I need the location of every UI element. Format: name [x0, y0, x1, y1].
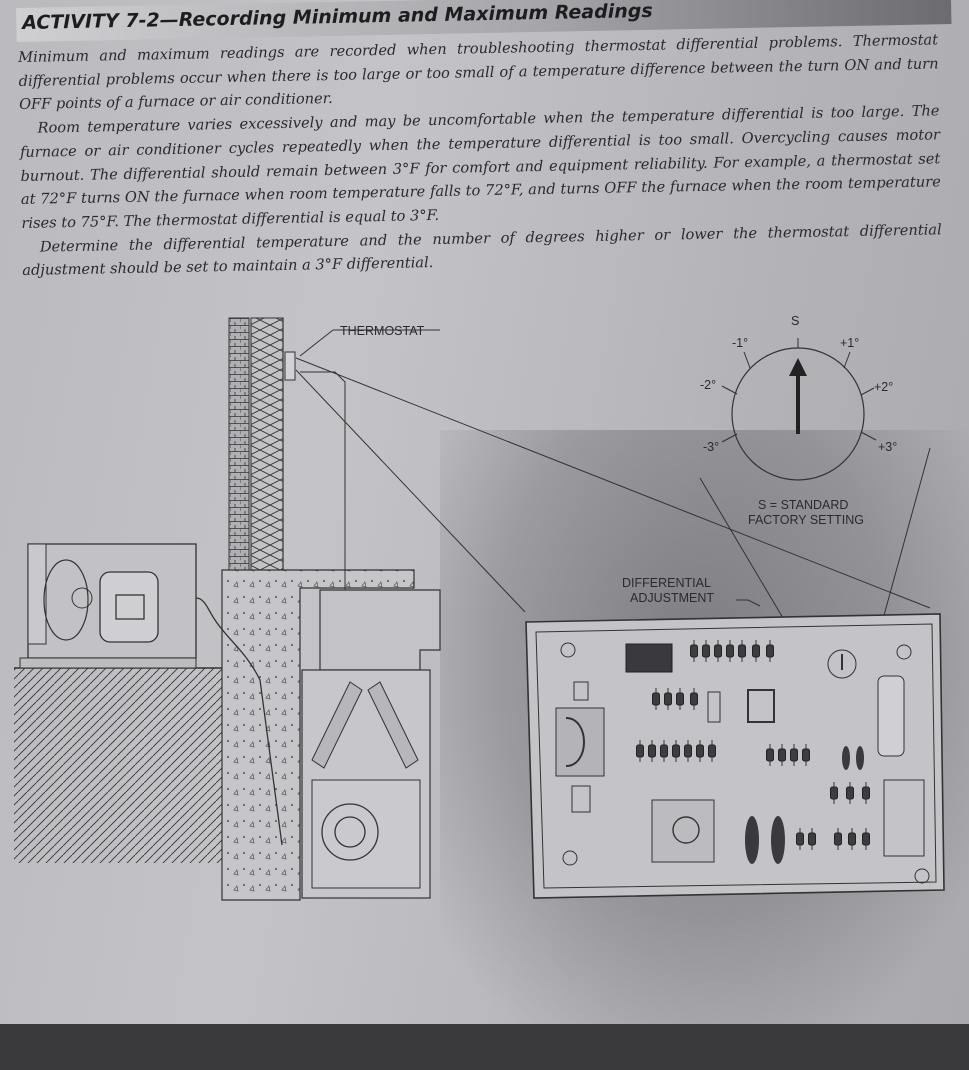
thermostat-leader — [299, 329, 334, 357]
resistor — [664, 692, 672, 706]
hvac-figure — [14, 317, 945, 901]
resistor — [708, 744, 716, 758]
resistor — [796, 832, 804, 846]
resistor — [714, 644, 722, 658]
resistor — [862, 786, 870, 800]
furnace — [301, 589, 441, 899]
differential-label-line1: DIFFERENTIAL — [622, 576, 711, 590]
ground — [14, 667, 224, 863]
resistor — [696, 744, 704, 758]
resistor-array — [636, 640, 870, 850]
differential-dial — [721, 338, 877, 481]
resistor — [808, 832, 816, 846]
resistor — [766, 748, 774, 762]
resistor — [738, 644, 746, 658]
dial-mark-standard: S — [791, 314, 800, 328]
dial-legend-line2: FACTORY SETTING — [748, 513, 864, 527]
control-board — [525, 613, 945, 899]
resistor — [834, 832, 842, 846]
resistor — [790, 748, 798, 762]
differential-leader — [736, 599, 761, 607]
resistor — [752, 644, 760, 658]
resistor — [802, 748, 810, 762]
resistor — [846, 786, 854, 800]
outdoor-condenser — [19, 543, 283, 846]
dial-mark-minus1: -1° — [732, 336, 749, 350]
resistor — [766, 644, 774, 658]
dial-mark-minus3: -3° — [703, 440, 720, 454]
dial-mark-minus2: -2° — [700, 378, 717, 392]
resistor — [690, 644, 698, 658]
thermostat-label: THERMOSTAT — [340, 324, 425, 338]
resistor — [636, 744, 644, 758]
resistor — [676, 692, 684, 706]
dial-mark-plus1: +1° — [840, 336, 860, 350]
resistor — [652, 692, 660, 706]
dial-mark-plus3: +3° — [878, 440, 898, 454]
resistor — [862, 832, 870, 846]
resistor — [778, 748, 786, 762]
resistor — [702, 644, 710, 658]
resistor — [672, 744, 680, 758]
resistor — [726, 644, 734, 658]
resistor — [848, 832, 856, 846]
differential-label-line2: ADJUSTMENT — [630, 591, 715, 605]
resistor — [684, 744, 692, 758]
dial-mark-plus2: +2° — [874, 380, 894, 394]
resistor — [660, 744, 668, 758]
dial-legend-line1: S = STANDARD — [758, 498, 849, 512]
resistor — [830, 786, 838, 800]
floor-slab — [221, 569, 415, 901]
resistor — [690, 692, 698, 706]
resistor — [648, 744, 656, 758]
thermostat-unit — [284, 351, 296, 381]
